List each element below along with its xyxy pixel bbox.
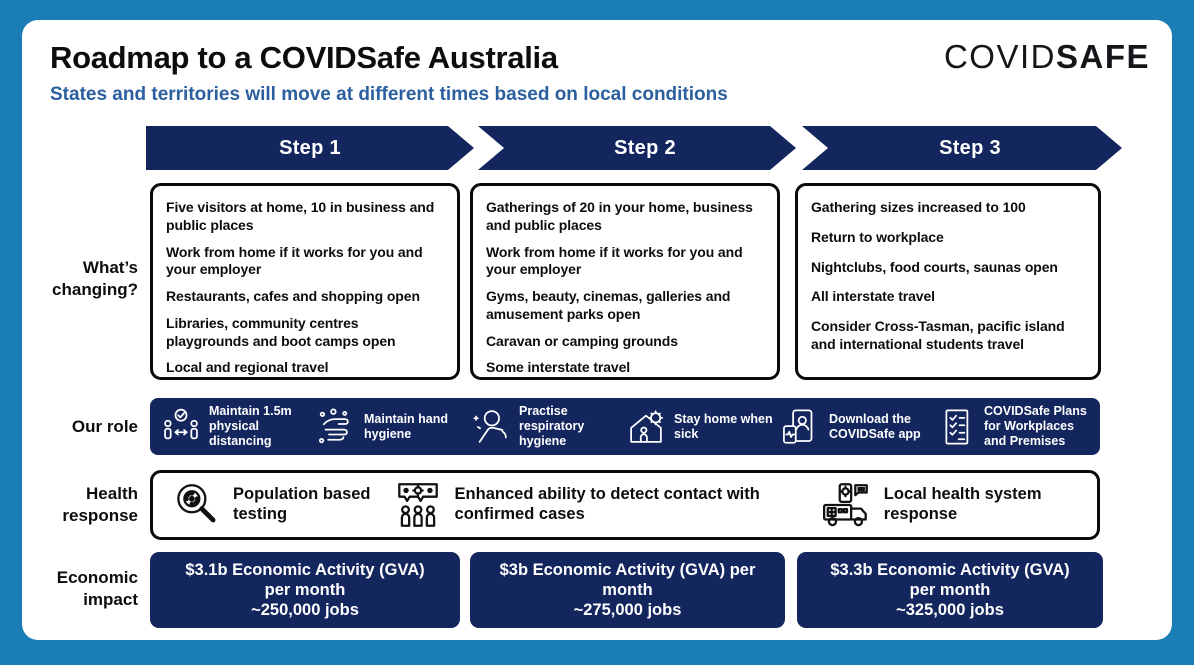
step-2-header: Step 2 [478, 126, 796, 170]
logo-text-safe: SAFE [1055, 38, 1150, 75]
row-label-health-response: Health response [62, 484, 138, 525]
economic-impact-step-3: $3.3b Economic Activity (GVA) per month … [797, 552, 1103, 628]
role-item-distancing: Maintain 1.5m physical distancing [160, 404, 315, 448]
step-1-header: Step 1 [146, 126, 474, 170]
step-2-item: Caravan or camping grounds [486, 332, 678, 349]
role-item-label: Maintain hand hygiene [364, 411, 449, 441]
role-item-stay-home: Stay home when sick [625, 406, 780, 448]
step-3-item: Nightclubs, food courts, saunas open [811, 258, 1058, 275]
step-1-header-label: Step 1 [279, 136, 341, 159]
covidsafe-plans-icon [945, 409, 969, 444]
health-item-label: Population based testing [233, 485, 371, 523]
health-response-bar: Population based testing Enhanced abilit… [150, 470, 1100, 540]
health-item-contact-tracing: Enhanced ability to detect contact with … [391, 478, 820, 532]
step-1-changes-box: Five visitors at home, 10 in business an… [150, 183, 460, 380]
econ-line: per month [264, 580, 346, 599]
step-1-item: Restaurants, cafes and shopping open [166, 288, 420, 305]
health-item-testing: Population based testing [169, 478, 391, 532]
step-3-header-label: Step 3 [939, 136, 1001, 159]
role-item-label: COVIDSafe Plans for Workplaces and Premi… [984, 404, 1087, 448]
step-1-item: Five visitors at home, 10 in business an… [166, 199, 435, 233]
role-item-label: Stay home when sick [674, 411, 773, 441]
step-2-item: Gyms, beauty, cinemas, galleries and amu… [486, 288, 731, 322]
step-1-item: Libraries, community centres playgrounds… [166, 314, 396, 349]
economic-impact-step-1: $3.1b Economic Activity (GVA) per month … [150, 552, 460, 628]
row-label-whats-changing: What’s changing? [52, 258, 138, 299]
role-item-label: Maintain 1.5m physical distancing [209, 404, 292, 448]
econ-jobs: ~275,000 jobs [573, 601, 682, 620]
covidsafe-logo: COVIDSAFE [944, 38, 1150, 76]
respiratory-hygiene-icon [473, 409, 507, 443]
health-item-label: Enhanced ability to detect contact with … [454, 485, 760, 523]
step-2-item: Some interstate travel [486, 359, 631, 376]
step-3-item: Consider Cross-Tasman, pacific island an… [811, 318, 1065, 352]
step-1-item: Local and regional travel [166, 359, 329, 376]
hand-hygiene-icon [318, 408, 349, 443]
step-3-header: Step 3 [802, 126, 1122, 170]
step-2-changes-box: Gatherings of 20 in your home, business … [470, 183, 780, 380]
health-item-health-system: Local health system response [820, 478, 1075, 532]
step-1-item: Work from home if it works for you and y… [166, 243, 423, 278]
step-2-item: Gatherings of 20 in your home, business … [486, 199, 753, 233]
physical-distancing-icon [164, 408, 198, 439]
row-label-our-role: Our role [71, 417, 138, 436]
row-label-economic-impact: Economic impact [56, 568, 138, 609]
stay-home-icon [630, 409, 664, 443]
step-3-item: All interstate travel [811, 288, 935, 305]
econ-line: month [602, 580, 653, 599]
econ-line: per month [909, 580, 991, 599]
contact-tracing-icon [397, 483, 438, 527]
econ-line: $3.1b Economic Activity (GVA) [185, 560, 425, 579]
step-2-item: Work from home if it works for you and y… [486, 243, 743, 278]
role-item-hand-hygiene: Maintain hand hygiene [315, 406, 470, 448]
economic-impact-step-2: $3b Economic Activity (GVA) per month ~2… [470, 552, 785, 628]
health-system-icon [822, 483, 868, 527]
step-2-header-label: Step 2 [614, 136, 676, 159]
econ-line: $3b Economic Activity (GVA) per [499, 560, 756, 579]
role-item-plans: COVIDSafe Plans for Workplaces and Premi… [935, 404, 1090, 448]
health-item-label: Local health system response [883, 485, 1042, 523]
step-3-item: Gathering sizes increased to 100 [811, 199, 1026, 215]
logo-text-covid: COVID [943, 38, 1056, 75]
our-role-bar: Maintain 1.5m physical distancing Mainta… [150, 398, 1100, 455]
step-3-changes-box: Gathering sizes increased to 100 Return … [795, 183, 1101, 380]
role-item-respiratory: Practise respiratory hygiene [470, 404, 625, 448]
role-item-label: Practise respiratory hygiene [519, 404, 585, 448]
role-item-app: Download the COVIDSafe app [780, 406, 935, 448]
covidsafe-app-icon [783, 409, 813, 444]
econ-jobs: ~250,000 jobs [251, 601, 359, 620]
step-3-item: Return to workplace [811, 228, 944, 245]
role-item-label: Download the COVIDSafe app [829, 411, 921, 441]
population-testing-icon [177, 484, 216, 523]
econ-jobs: ~325,000 jobs [896, 601, 1004, 620]
page-title: Roadmap to a COVIDSafe Australia [50, 40, 558, 75]
econ-line: $3.3b Economic Activity (GVA) [830, 560, 1070, 579]
page-subtitle: States and territories will move at diff… [50, 84, 728, 105]
